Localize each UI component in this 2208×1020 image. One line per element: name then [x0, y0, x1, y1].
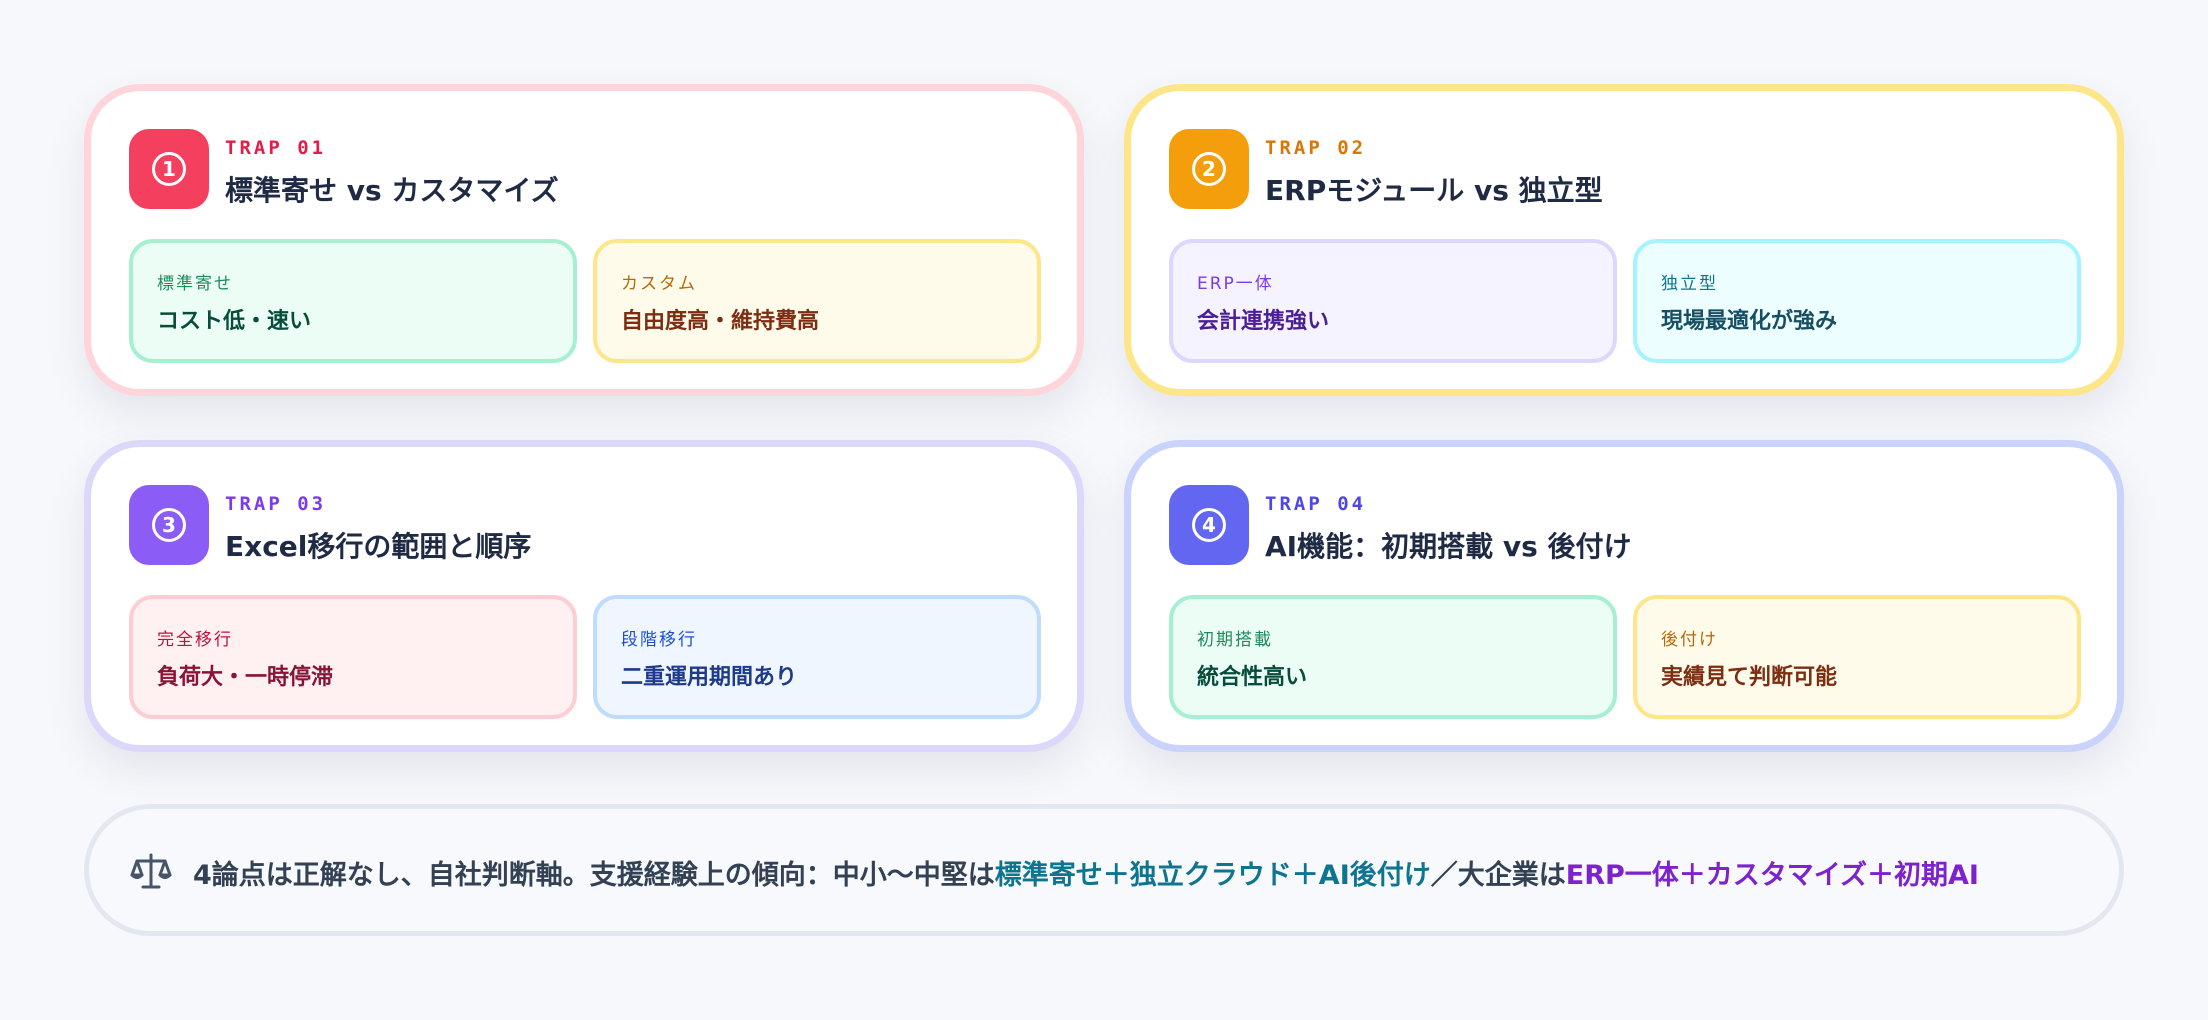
- option-box: 後付け 実績見て判断可能: [1633, 595, 2081, 719]
- trap-card-2: 2 TRAP 02 ERPモジュール vs 独立型 ERP一体 会計連携強い 独…: [1124, 84, 2124, 396]
- option-label: 初期搭載: [1197, 630, 1273, 650]
- option-label: 段階移行: [621, 630, 697, 650]
- option-value: 統合性高い: [1197, 665, 1308, 690]
- number-badge: 3: [129, 485, 209, 565]
- trap-card-1: 1 TRAP 01 標準寄せ vs カスタマイズ 標準寄せ コスト低・速い カス…: [84, 84, 1084, 396]
- summary-sme-highlight: 標準寄せ＋独立クラウド＋AI後付け: [994, 860, 1431, 891]
- summary-enterprise-highlight: ERP一体＋カスタマイズ＋初期AI: [1565, 860, 1979, 891]
- circled-number-icon: 3: [152, 508, 186, 542]
- card-title: AI機能：初期搭載 vs 後付け: [1265, 530, 1632, 563]
- option-value: 実績見て判断可能: [1661, 665, 1838, 690]
- circled-number-icon: 4: [1192, 508, 1226, 542]
- trap-label: TRAP 03: [225, 493, 327, 515]
- option-label: ERP一体: [1197, 274, 1274, 294]
- option-label: 独立型: [1661, 274, 1718, 294]
- summary-lead: 4論点は正解なし、自社判断軸。支援経験上の傾向：中小〜中堅は: [193, 860, 995, 891]
- trap-label: TRAP 02: [1265, 137, 1367, 159]
- summary-bar: 4論点は正解なし、自社判断軸。支援経験上の傾向：中小〜中堅は標準寄せ＋独立クラウ…: [84, 804, 2124, 936]
- option-box: 完全移行 負荷大・一時停滞: [129, 595, 577, 719]
- number-badge: 2: [1169, 129, 1249, 209]
- summary-text: 4論点は正解なし、自社判断軸。支援経験上の傾向：中小〜中堅は標準寄せ＋独立クラウ…: [193, 853, 1979, 892]
- card-title: ERPモジュール vs 独立型: [1265, 174, 1603, 207]
- trap-label: TRAP 01: [225, 137, 327, 159]
- card-title: Excel移行の範囲と順序: [225, 530, 532, 563]
- option-box: カスタム 自由度高・維持費高: [593, 239, 1041, 363]
- option-box: 標準寄せ コスト低・速い: [129, 239, 577, 363]
- card-title: 標準寄せ vs カスタマイズ: [225, 174, 559, 207]
- circled-number-icon: 1: [152, 152, 186, 186]
- option-label: 完全移行: [157, 630, 233, 650]
- option-value: 会計連携強い: [1197, 309, 1330, 334]
- number-badge: 1: [129, 129, 209, 209]
- option-label: 後付け: [1661, 630, 1718, 650]
- option-label: カスタム: [621, 274, 697, 294]
- circled-number-icon: 2: [1192, 152, 1226, 186]
- trap-label: TRAP 04: [1265, 493, 1367, 515]
- option-value: コスト低・速い: [157, 309, 312, 334]
- trap-card-4: 4 TRAP 04 AI機能：初期搭載 vs 後付け 初期搭載 統合性高い 後付…: [1124, 440, 2124, 752]
- option-value: 負荷大・一時停滞: [157, 665, 334, 690]
- number-badge: 4: [1169, 485, 1249, 565]
- scale-icon: [130, 853, 172, 889]
- option-box: ERP一体 会計連携強い: [1169, 239, 1617, 363]
- option-value: 二重運用期間あり: [621, 665, 798, 690]
- option-box: 独立型 現場最適化が強み: [1633, 239, 2081, 363]
- trap-card-3: 3 TRAP 03 Excel移行の範囲と順序 完全移行 負荷大・一時停滞 段階…: [84, 440, 1084, 752]
- option-box: 初期搭載 統合性高い: [1169, 595, 1617, 719]
- option-label: 標準寄せ: [157, 274, 233, 294]
- option-value: 現場最適化が強み: [1661, 309, 1838, 334]
- summary-separator: ／大企業は: [1430, 860, 1566, 891]
- option-box: 段階移行 二重運用期間あり: [593, 595, 1041, 719]
- option-value: 自由度高・維持費高: [621, 309, 820, 334]
